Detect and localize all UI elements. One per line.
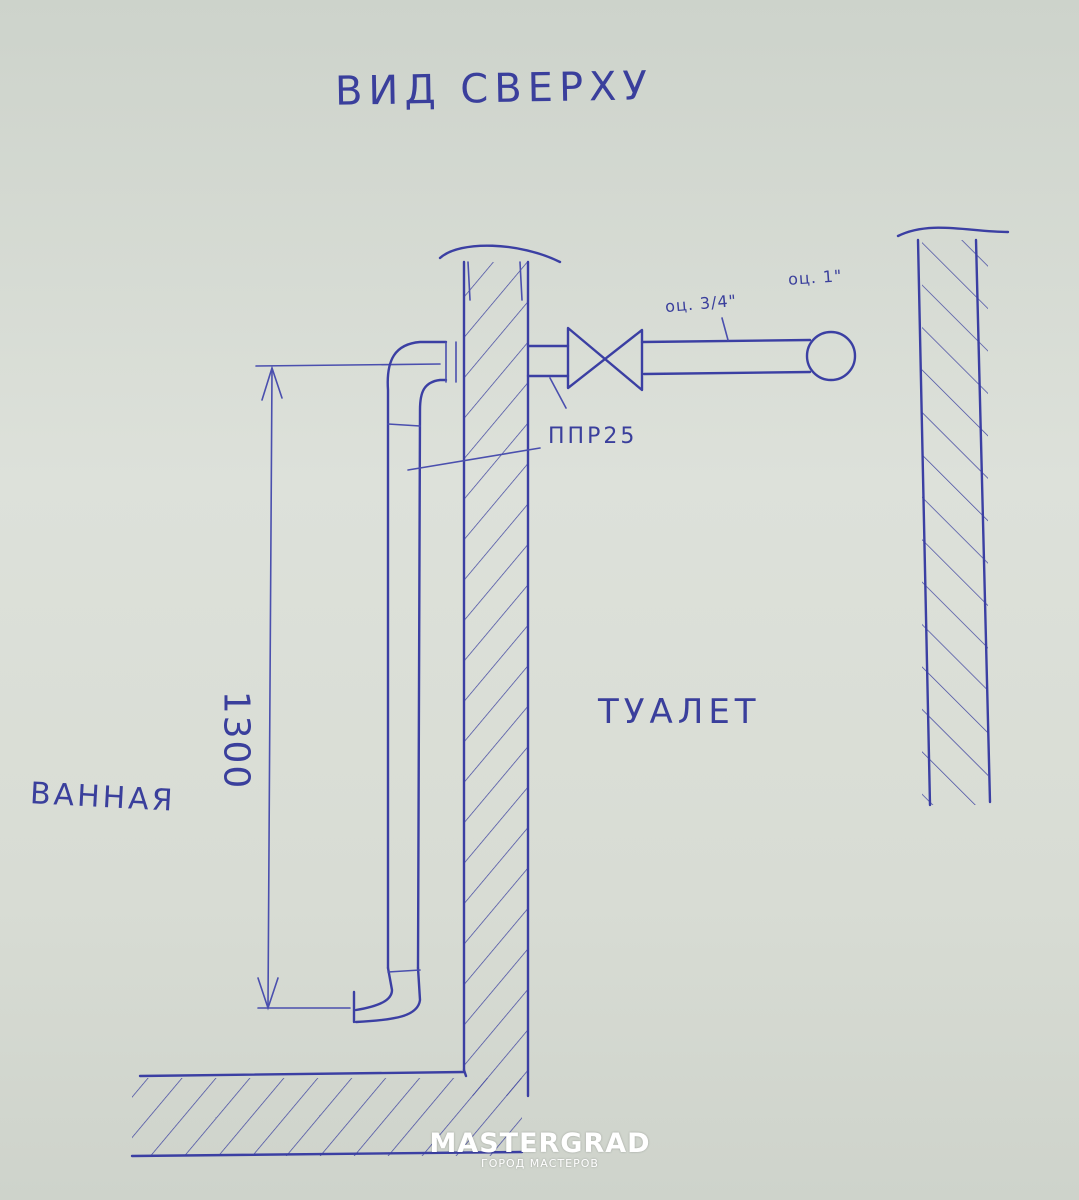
riser-pipe	[721, 317, 857, 382]
watermark-main: MASTERGRAD	[429, 1128, 651, 1159]
central-wall	[438, 244, 562, 1098]
pipe-annotation: ППР25	[548, 424, 638, 449]
bottom-wall	[130, 1068, 524, 1158]
watermark-sub: ГОРОД МАСТЕРОВ	[481, 1157, 599, 1170]
ppr-pipe	[352, 340, 541, 1024]
dimension-line	[255, 363, 441, 1011]
page-title: ВИД СВЕРХУ	[334, 63, 654, 115]
dimension-label: 1300	[215, 690, 257, 791]
room-label-toilet: ТУАЛЕТ	[598, 692, 761, 732]
right-wall	[896, 226, 1010, 807]
watermark-logo: MASTERGRAD ГОРОД МАСТЕРОВ	[420, 1128, 660, 1170]
riser-annotation: оц. 1"	[787, 266, 843, 289]
valve-assembly	[526, 326, 812, 409]
